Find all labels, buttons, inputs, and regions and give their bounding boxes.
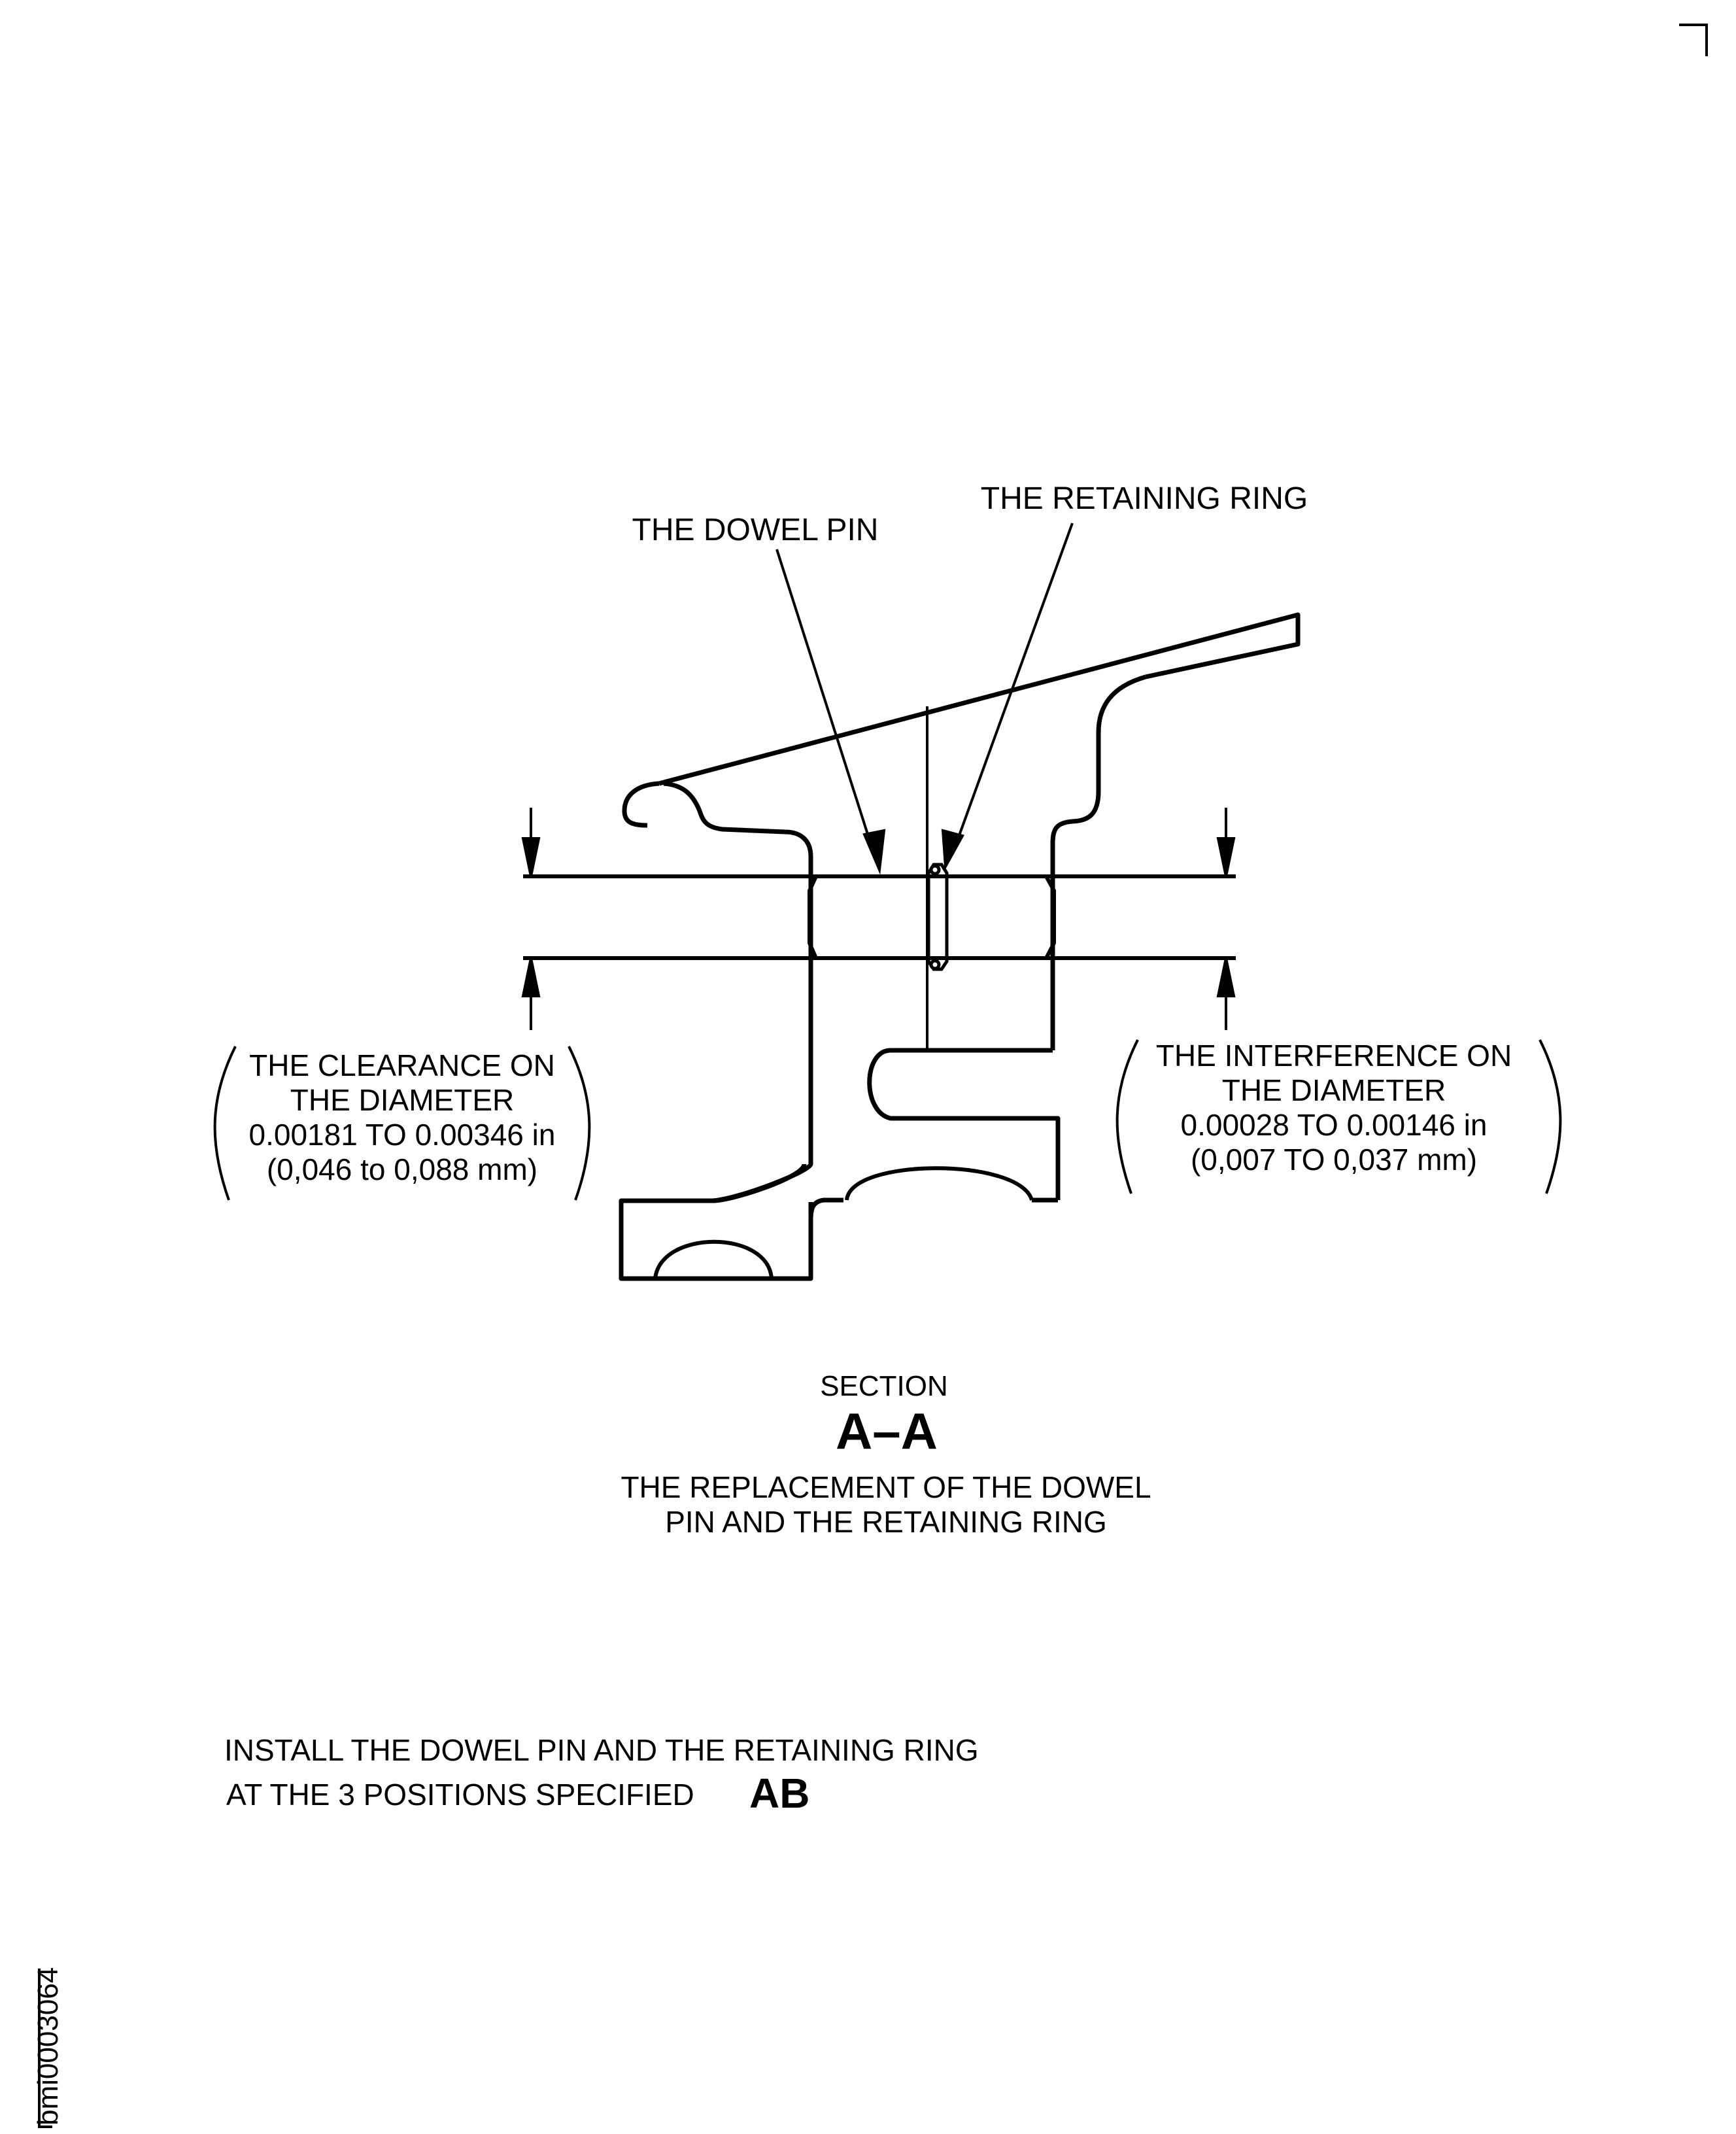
svg-text:THE DIAMETER: THE DIAMETER [1222, 1073, 1446, 1107]
dowel-pin [523, 874, 1236, 960]
svg-text:0.00028 TO 0.00146 in: 0.00028 TO 0.00146 in [1181, 1108, 1488, 1142]
clearance-callout: THE CLEARANCE ON THE DIAMETER 0.00181 TO… [249, 1048, 556, 1186]
svg-text:(0,007 TO 0,037 mm): (0,007 TO 0,037 mm) [1191, 1143, 1477, 1177]
svg-text:INSTALL THE DOWEL PIN AND THE: INSTALL THE DOWEL PIN AND THE RETAINING … [224, 1733, 979, 1767]
svg-text:AT THE 3 POSITIONS SPECIFIED: AT THE 3 POSITIONS SPECIFIED [226, 1778, 694, 1812]
section-title: SECTION A–A THE REPLACEMENT OF THE DOWEL… [621, 1370, 1151, 1539]
svg-text:THE INTERFERENCE ON: THE INTERFERENCE ON [1156, 1039, 1512, 1073]
dimension-right [1216, 808, 1236, 1030]
interference-callout: THE INTERFERENCE ON THE DIAMETER 0.00028… [1156, 1039, 1512, 1177]
svg-text:THE DIAMETER: THE DIAMETER [290, 1083, 514, 1117]
dimension-left [521, 808, 541, 1030]
svg-text:0.00181 TO 0.00346 in: 0.00181 TO 0.00346 in [249, 1118, 556, 1152]
figure-id: bmi0003064 [32, 1967, 64, 2128]
label-dowel-pin: THE DOWEL PIN [632, 513, 879, 547]
svg-text:A–A: A–A [836, 1402, 938, 1460]
svg-text:PIN AND THE RETAINING RING: PIN AND THE RETAINING RING [665, 1505, 1107, 1539]
lightening-hole-left [653, 1239, 774, 1279]
instruction-note: INSTALL THE DOWEL PIN AND THE RETAINING … [224, 1733, 979, 1817]
label-retaining-ring: THE RETAINING RING [981, 481, 1308, 516]
svg-text:SECTION: SECTION [820, 1370, 948, 1402]
svg-text:THE REPLACEMENT OF THE DOWEL: THE REPLACEMENT OF THE DOWEL [621, 1470, 1151, 1504]
crop-mark-top-right [1679, 24, 1708, 56]
svg-text:THE CLEARANCE ON: THE CLEARANCE ON [249, 1048, 555, 1082]
svg-text:bmi0003064: bmi0003064 [32, 1967, 64, 2125]
leader-lines [775, 523, 1074, 875]
svg-text:(0,046 to 0,088 mm): (0,046 to 0,088 mm) [267, 1152, 537, 1186]
callout-brackets [213, 1039, 1562, 1201]
retaining-ring-symbol [927, 863, 949, 971]
part-body [619, 612, 1301, 1281]
svg-text:AB: AB [749, 1770, 809, 1817]
lightening-hole-right [845, 1166, 1034, 1201]
